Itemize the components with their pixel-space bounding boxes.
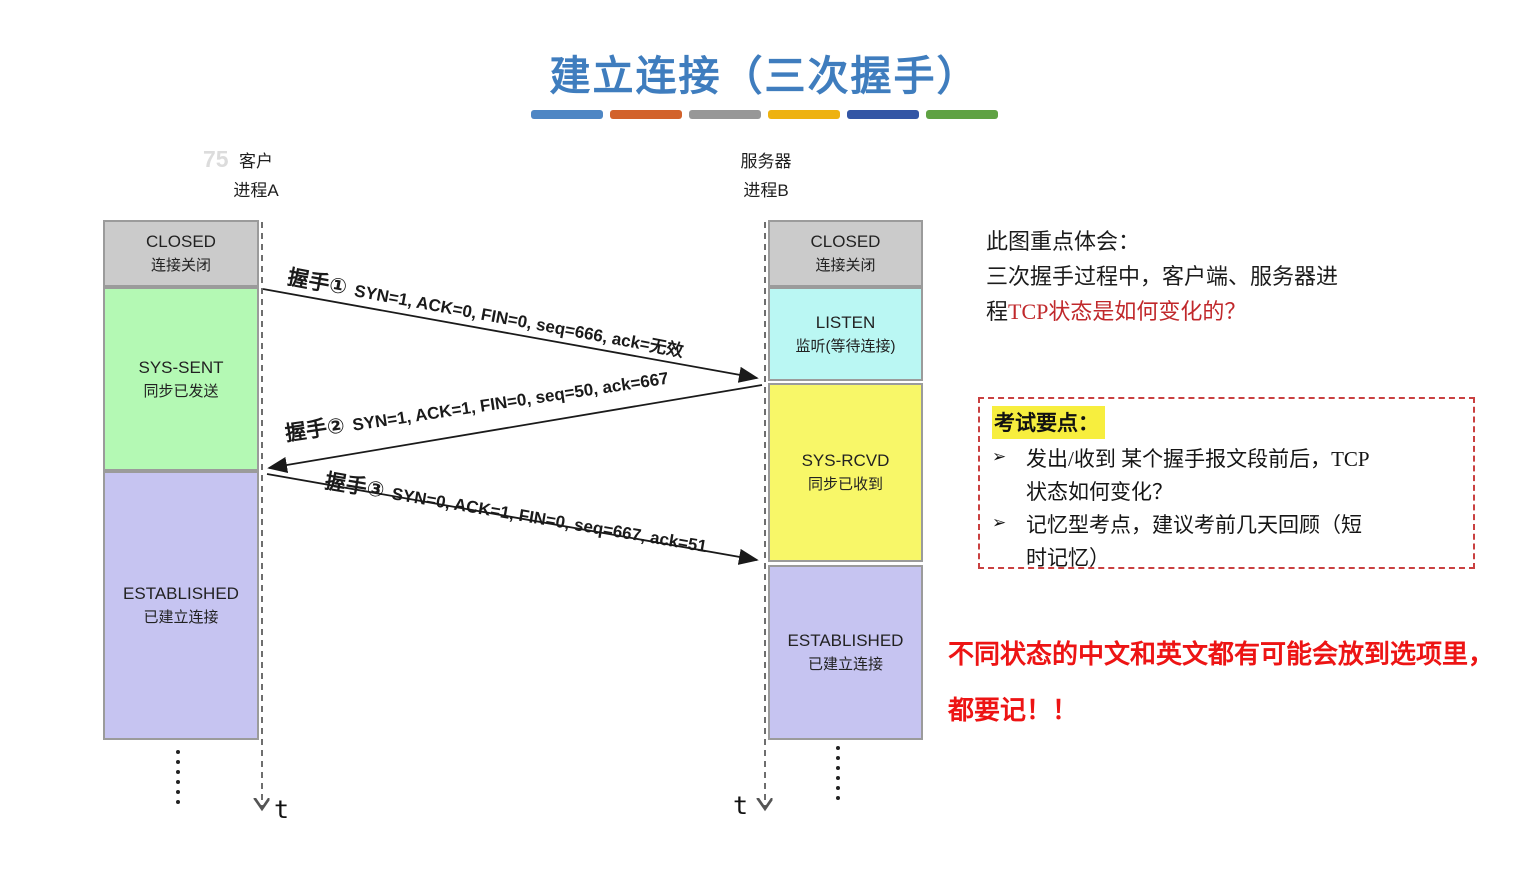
client-state-sys-sent-en: SYS-SENT [138, 357, 224, 377]
exam-points-list: ➢ 发出/收到 某个握手报文段前后，TCP 状态如何变化？ ➢ 记忆型考点，建议… [992, 443, 1461, 575]
divider-bar [847, 110, 919, 119]
emphasis-line3-red: TCP状态是如何变化的？ [1008, 299, 1247, 324]
warning-line1: 不同状态的中文和英文都有可能会放到选项里， [948, 639, 1495, 669]
client-state-established: ESTABLISHED 已建立连接 [103, 471, 259, 740]
warning-note: 不同状态的中文和英文都有可能会放到选项里， 都要记！！ [948, 626, 1528, 738]
handshake3-number: 握手③ [323, 469, 387, 503]
handshake2-params: SYN=1, ACK=1, FIN=0, seq=50, ack=667 [351, 368, 670, 435]
exam-points-box: 考试要点： ➢ 发出/收到 某个握手报文段前后，TCP 状态如何变化？ ➢ 记忆… [978, 397, 1475, 570]
server-state-established-zh: 已建立连接 [807, 656, 883, 673]
client-state-established-zh: 已建立连接 [143, 609, 219, 626]
divider-bars [531, 110, 998, 119]
emphasis-line2: 三次握手过程中，客户端、服务器进 [986, 264, 1339, 289]
server-header-line2: 进程B [743, 181, 789, 200]
bullet-arrow-icon: ➢ [992, 447, 1007, 466]
page-title: 建立连接（三次握手） [549, 52, 980, 100]
handshake2-number: 握手② [283, 414, 347, 446]
client-header-line2: 进程A [233, 181, 279, 200]
server-state-closed-en: CLOSED [810, 232, 881, 251]
server-state-listen-zh: 监听(等待连接) [795, 337, 896, 355]
server-state-established-en: ESTABLISHED [787, 631, 904, 650]
emphasis-line3: 程TCP状态是如何变化的？ [986, 294, 1466, 329]
exam-bullet-2-text: 记忆型考点，建议考前几天回顾（短 时记忆） [1026, 513, 1362, 570]
server-state-listen-en: LISTEN [815, 312, 876, 332]
server-state-sys-rcvd-en: SYS-RCVD [801, 451, 890, 470]
server-state-closed: CLOSED 连接关闭 [768, 220, 923, 287]
client-state-established-en: ESTABLISHED [123, 584, 239, 603]
server-state-listen: LISTEN 监听(等待连接) [768, 287, 923, 381]
client-time-axis-label: t [274, 795, 290, 824]
server-time-axis-label: t [733, 791, 749, 820]
exam-points-heading: 考试要点： [992, 406, 1105, 439]
client-state-closed-en: CLOSED [146, 232, 216, 251]
emphasis-line3-black: 程 [986, 299, 1009, 324]
emphasis-note: 此图重点体会： 三次握手过程中，客户端、服务器进 程TCP状态是如何变化的？ [986, 224, 1466, 329]
emphasis-line1: 此图重点体会： [986, 229, 1141, 254]
client-column-header: 客户 进程A [186, 147, 326, 205]
client-state-closed: CLOSED 连接关闭 [103, 220, 259, 287]
handshake3-params: SYN=0, ACK=1, FIN=0, seq=667, ack=51 [390, 484, 709, 557]
divider-bar [689, 110, 761, 119]
client-ellipsis-dots [176, 750, 180, 804]
client-state-sys-sent: SYS-SENT 同步已发送 [103, 287, 259, 471]
handshake1-number: 握手① [285, 265, 349, 300]
divider-bar [610, 110, 682, 119]
server-header-line1: 服务器 [740, 152, 792, 171]
handshake1-params: SYN=1, ACK=0, FIN=0, seq=666, ack=无效 [352, 281, 685, 361]
client-state-closed-zh: 连接关闭 [150, 257, 211, 274]
divider-bar [768, 110, 840, 119]
server-column-header: 服务器 进程B [696, 147, 836, 205]
exam-bullet-1-text: 发出/收到 某个握手报文段前后，TCP 状态如何变化？ [1026, 447, 1370, 504]
bullet-arrow-icon: ➢ [992, 513, 1007, 532]
exam-bullet-2: ➢ 记忆型考点，建议考前几天回顾（短 时记忆） [992, 509, 1461, 575]
divider-bar [926, 110, 998, 119]
server-state-sys-rcvd-zh: 同步已收到 [807, 476, 883, 493]
server-state-sys-rcvd: SYS-RCVD 同步已收到 [768, 383, 923, 562]
client-state-sys-sent-zh: 同步已发送 [143, 382, 219, 400]
warning-line2: 都要记！！ [948, 695, 1079, 725]
exam-bullet-1: ➢ 发出/收到 某个握手报文段前后，TCP 状态如何变化？ [992, 443, 1461, 509]
divider-bar [531, 110, 603, 119]
server-state-established: ESTABLISHED 已建立连接 [768, 565, 923, 740]
client-header-line1: 客户 [239, 152, 273, 171]
server-ellipsis-dots [836, 746, 840, 800]
server-state-closed-zh: 连接关闭 [815, 257, 876, 274]
watermark: 75 [203, 146, 229, 172]
